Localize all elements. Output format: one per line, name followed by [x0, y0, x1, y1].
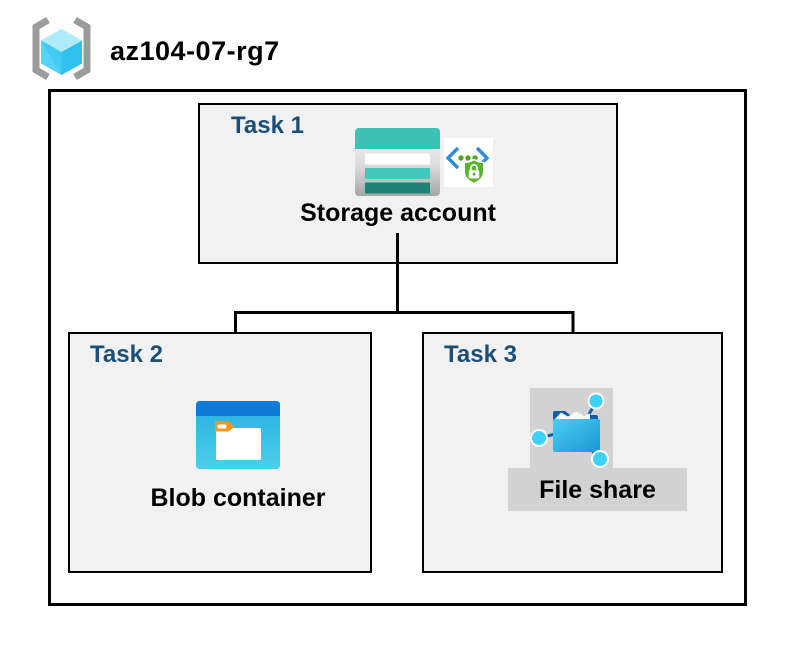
- task2-label: Task 2: [90, 341, 163, 368]
- file-share-label: File share: [539, 475, 656, 504]
- storage-account-icon: [355, 128, 440, 196]
- file-share-label-highlight: File share: [508, 468, 687, 511]
- file-share-icon: [530, 392, 609, 468]
- storage-account-label: Storage account: [300, 199, 496, 227]
- azure-resource-group-icon: [32, 16, 91, 81]
- blob-container-label: Blob container: [150, 484, 326, 512]
- task1-label: Task 1: [231, 112, 304, 139]
- blob-container-icon: [196, 401, 280, 469]
- resource-group-name: az104-07-rg7: [110, 36, 280, 66]
- task3-label: Task 3: [444, 341, 517, 368]
- private-endpoint-shield-icon: [444, 138, 493, 187]
